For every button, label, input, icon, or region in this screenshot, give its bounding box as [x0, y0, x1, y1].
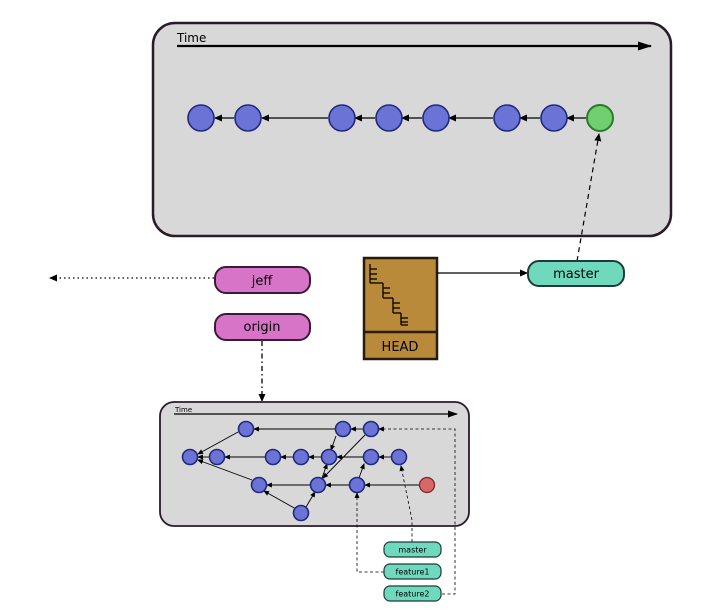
bottom-feature2-pointer [378, 426, 456, 595]
bottom-feature2-ref-pill [383, 585, 442, 602]
commit-edge [330, 435, 337, 451]
commit-edge [305, 491, 316, 508]
commit-node[interactable] [422, 104, 450, 132]
jeff-ref-label: jeff [251, 274, 274, 289]
new-commit-node[interactable] [418, 476, 436, 494]
top-timeline: Time [151, 21, 673, 238]
bottom-commit-edges [197, 426, 419, 510]
commit-node[interactable] [390, 448, 408, 466]
commit-node[interactable] [234, 104, 262, 132]
top-time-label: Time [176, 31, 206, 45]
jeff-ref-pill [214, 266, 311, 294]
commit-node[interactable] [334, 420, 352, 438]
commit-node[interactable] [181, 448, 199, 466]
commit-node[interactable] [264, 448, 282, 466]
master-ref-label: master [553, 267, 599, 282]
bottom-feature2-ref-label: feature2 [396, 590, 430, 599]
head-label: HEAD [382, 340, 419, 355]
origin-ref-label: origin [243, 320, 280, 335]
bottom-feature2-ref[interactable]: feature2 [383, 585, 442, 602]
top-commits [187, 104, 614, 132]
master-ref[interactable]: master [527, 260, 625, 287]
commit-node[interactable] [309, 476, 327, 494]
top-timeline-box [151, 21, 673, 238]
bottom-timeline-box [159, 401, 470, 527]
commit-node[interactable] [208, 448, 226, 466]
commit-node[interactable] [375, 104, 403, 132]
bottom-timeline: Time [159, 401, 470, 527]
bottom-master-pointer [399, 465, 413, 542]
commit-node[interactable] [320, 448, 338, 466]
head-box-frame [362, 256, 439, 361]
commit-edge [197, 459, 253, 481]
head-box[interactable]: HEAD [362, 256, 439, 361]
commit-node[interactable] [237, 420, 255, 438]
commit-node[interactable] [540, 104, 568, 132]
commit-node[interactable] [328, 104, 356, 132]
jeff-ref[interactable]: jeff [214, 266, 311, 294]
bottom-feature1-ref-label: feature1 [396, 568, 430, 577]
bottom-master-ref-pill [383, 541, 442, 558]
master-ref-pill [527, 260, 625, 287]
bottom-feature1-ref-pill [383, 563, 442, 580]
bottom-master-ref-label: master [398, 546, 427, 555]
origin-ref[interactable]: origin [214, 313, 311, 341]
bottom-master-ref[interactable]: master [383, 541, 442, 558]
commit-edge [322, 434, 366, 479]
bottom-feature1-ref[interactable]: feature1 [383, 563, 442, 580]
commit-node[interactable] [362, 420, 380, 438]
commit-node[interactable] [292, 504, 310, 522]
commit-node[interactable] [292, 448, 310, 466]
head-commit-node[interactable] [586, 104, 614, 132]
bottom-commits [181, 420, 436, 522]
commit-node[interactable] [493, 104, 521, 132]
master-to-commit-pointer [576, 133, 602, 262]
commit-node[interactable] [348, 476, 366, 494]
bottom-feature1-pointer [354, 492, 384, 573]
origin-ref-pill [214, 313, 311, 341]
file-tree-icon [369, 264, 408, 326]
commit-node[interactable] [250, 476, 268, 494]
bottom-time-label: Time [174, 406, 192, 414]
commit-node[interactable] [362, 448, 380, 466]
commit-node[interactable] [187, 104, 215, 132]
commit-edge [197, 431, 239, 455]
commit-edge [263, 490, 297, 510]
commit-edge [358, 463, 365, 479]
